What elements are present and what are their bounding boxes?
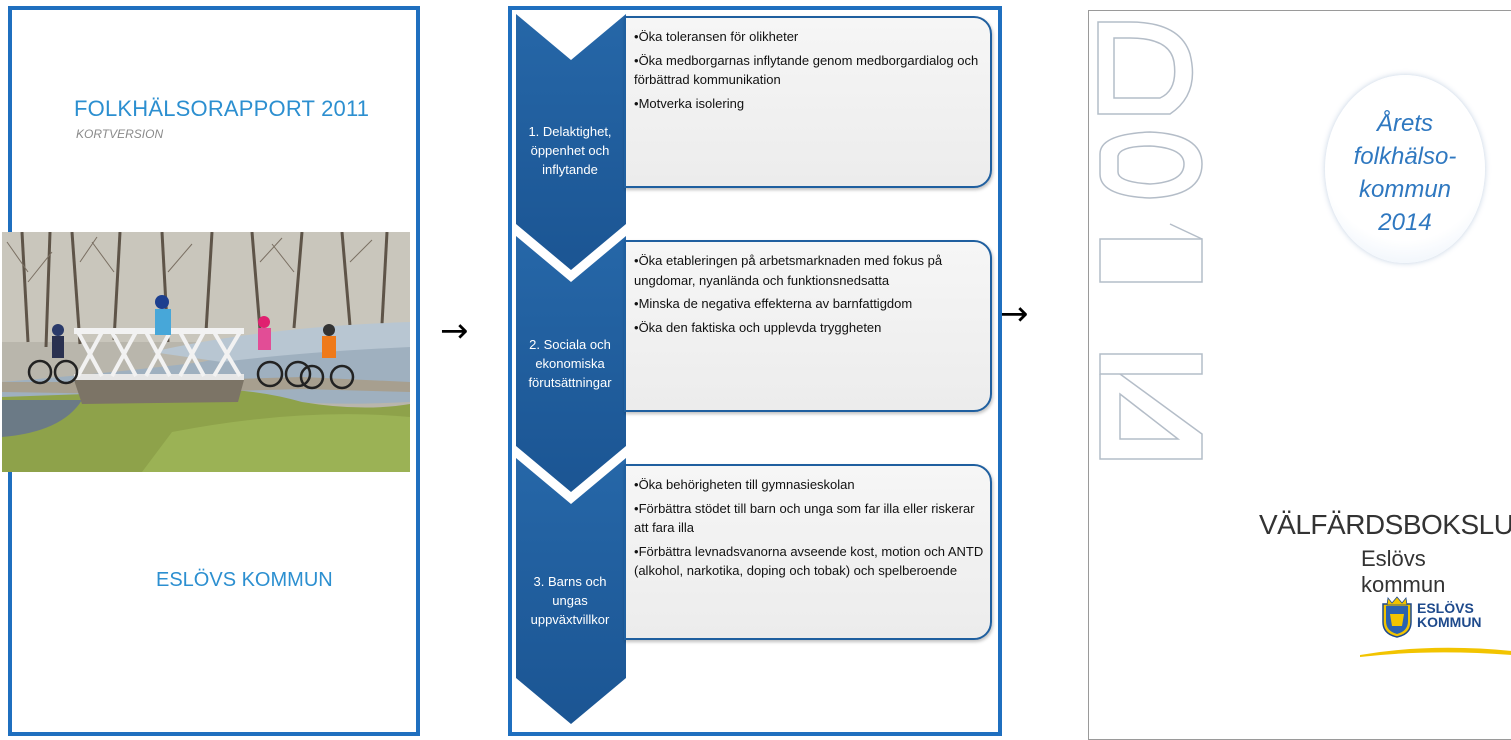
chevron-area-3: [516, 458, 626, 724]
logo-line: KOMMUN: [1417, 614, 1482, 630]
welfare-cover-organization: Eslövs kommun: [1361, 546, 1446, 597]
report-cover-subtitle: KORTVERSION: [76, 127, 164, 141]
area-label-3: 3. Barns och ungas uppväxtvillkor: [530, 574, 610, 627]
cover-photo-children-cycling: [2, 232, 410, 472]
award-badge: [1325, 75, 1485, 263]
report-cover-organization: ESLÖVS KOMMUN: [156, 569, 333, 591]
chevron-process-shapes: [516, 14, 626, 724]
municipality-logo-text: ESLÖVS KOMMUN: [1417, 601, 1482, 629]
goal-item: Öka etableringen på arbetsmarknaden med …: [634, 251, 984, 290]
goal-item: Förbättra levnadsvanorna avseende kost, …: [634, 542, 984, 581]
municipality-shield-icon: [1382, 596, 1412, 638]
logo-line: ESLÖVS: [1417, 600, 1474, 616]
chevron-area-1: [516, 14, 626, 270]
goals-box-area-1: Öka toleransen för olikheter Öka medborg…: [624, 16, 992, 188]
area-label-2: 2. Sociala och ekonomiska förutsättninga…: [528, 337, 612, 390]
strategy-diagram: 1. Delaktighet, öppenhet och inflytande …: [508, 6, 1002, 736]
goal-item: Öka den faktiska och upplevda tryggheten: [634, 318, 984, 338]
award-line: Årets: [1376, 110, 1433, 137]
report-cover-title: FOLKHÄLSORAPPORT 2011: [74, 96, 370, 121]
arrow-right-icon: →: [440, 311, 469, 351]
award-line: 2014: [1378, 209, 1432, 236]
welfare-cover-title: VÄLFÄRDSBOKSLUT: [1259, 509, 1511, 540]
goal-item: Motverka isolering: [634, 94, 984, 114]
goal-item: Minska de negativa effekterna av barnfat…: [634, 294, 984, 314]
logo-swoosh: [1360, 647, 1511, 657]
goal-item: Öka behörigheten till gymnasieskolan: [634, 475, 984, 495]
award-line: folkhälso-: [1353, 143, 1457, 170]
goals-box-area-3: Öka behörigheten till gymnasieskolan För…: [624, 464, 992, 640]
goal-item: Förbättra stödet till barn och unga som …: [634, 499, 984, 538]
goal-item: Öka medborgarnas inflytande genom medbor…: [634, 51, 984, 90]
goal-item: Öka toleransen för olikheter: [634, 27, 984, 47]
area-label-1: 1. Delaktighet, öppenhet och inflytande: [528, 124, 612, 177]
arrow-right-icon: →: [1000, 294, 1029, 334]
year-outline-graphic: [1097, 21, 1203, 460]
goals-box-area-2: Öka etableringen på arbetsmarknaden med …: [624, 240, 992, 412]
chevron-area-2: [516, 236, 626, 492]
award-line: kommun: [1358, 176, 1452, 203]
award-badge-text: Årets folkhälso- kommun 2014: [1325, 107, 1485, 239]
